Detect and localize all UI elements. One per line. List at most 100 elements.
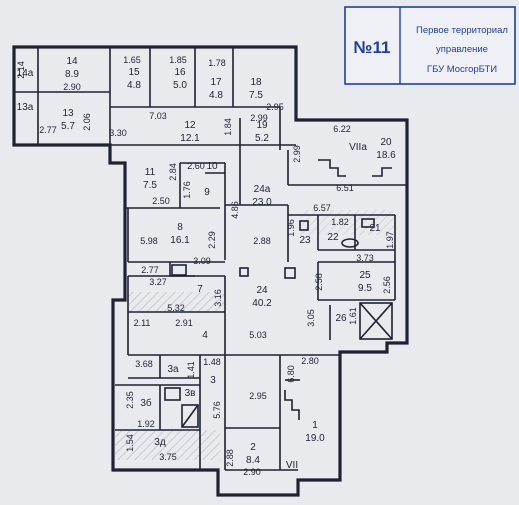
stamp-line-3: ГБУ МосгорБТИ	[427, 64, 497, 75]
dimension-label: 2.88	[225, 449, 235, 467]
dimension-label: 2.60	[187, 161, 205, 171]
room-12-area: 12.1	[180, 133, 200, 144]
dimension-label: 3.73	[356, 253, 374, 263]
dimension-label: 3.27	[149, 277, 167, 287]
dimension-label: 2.58	[314, 273, 324, 291]
room-labels: 14а 14 8.9 15 4.8 16 5.0 17 4.8 18 7.5 1…	[17, 56, 397, 471]
dimension-label: 6.80	[286, 365, 296, 383]
room-10-label: 10	[206, 161, 218, 172]
room-13-label: 13	[62, 108, 74, 119]
room-13-area: 5.7	[61, 121, 75, 132]
dimension-label: 2.35	[125, 391, 135, 409]
bti-stamp: №11 Первое территориал управление ГБУ Мо…	[344, 6, 516, 85]
room-16-label: 16	[174, 67, 186, 78]
fixtures	[171, 218, 375, 279]
room-7-label: 7	[197, 284, 203, 295]
dimension-label: 1.41	[186, 361, 196, 379]
dimension-label: 3.05	[306, 309, 316, 327]
dimension-label: 2.91	[175, 318, 193, 328]
room-19-label: 19	[256, 120, 268, 131]
room-22-label: 22	[327, 232, 339, 243]
room-25-label: 25	[359, 270, 371, 281]
dimension-label: 1.96	[286, 219, 296, 237]
dimension-label: 1.84	[223, 118, 233, 136]
room-2-area: 8.4	[246, 455, 260, 466]
dimension-label: 2.88	[253, 236, 271, 246]
room-21-label: 21	[369, 223, 381, 234]
dimension-label: 2.11	[134, 318, 151, 328]
dimension-label: 2.80	[301, 356, 319, 366]
dimension-label: 4.86	[230, 201, 240, 219]
dimension-label: 1.48	[203, 357, 221, 367]
dimension-label: 5.03	[249, 330, 267, 340]
dimension-label: 2.50	[152, 196, 170, 206]
dimension-label: 3.16	[213, 289, 223, 307]
room-VIIa-label: VIIа	[349, 142, 367, 153]
inner-walls	[14, 47, 407, 471]
dimension-label: 1.92	[137, 419, 155, 429]
dimension-label: 2.29	[207, 231, 217, 249]
dimension-label: 2.77	[141, 265, 159, 275]
room-20-label: 20	[380, 137, 392, 148]
dimension-label: 1.82	[331, 217, 349, 227]
room-18-label: 18	[250, 77, 262, 88]
dimension-label: 2.90	[63, 82, 81, 92]
room-11-label: 11	[145, 167, 156, 178]
room-18-area: 7.5	[249, 90, 263, 101]
room-25-area: 9.5	[358, 283, 372, 294]
outer-walls	[12, 45, 409, 497]
room-20-area: 18.6	[376, 150, 396, 161]
dimension-label: 2.56	[382, 276, 392, 294]
dimension-label: 1.78	[208, 58, 226, 68]
room-9-label: 9	[204, 187, 210, 198]
room-15-area: 4.8	[127, 80, 141, 91]
dimension-label: 5.32	[167, 303, 185, 313]
room-26-label: 26	[335, 313, 347, 324]
room-14a-label: 14а	[17, 68, 34, 79]
room-14-label: 14	[66, 56, 78, 67]
stamp-number: №11	[354, 38, 391, 57]
dimension-label: 1.85	[169, 55, 187, 65]
dimension-label: 6.57	[313, 203, 331, 213]
room-1-label: 1	[312, 420, 318, 431]
room-23-label: 23	[299, 235, 311, 246]
room-11-area: 7.5	[143, 180, 157, 191]
room-1-area: 19.0	[305, 433, 325, 444]
room-8-area: 16.1	[170, 235, 190, 246]
room-12-label: 12	[184, 120, 196, 131]
room-17-area: 4.8	[209, 90, 223, 101]
dimension-label: 2.06	[82, 113, 92, 131]
dimension-label: 2.90	[243, 467, 261, 477]
room-24a-label: 24а	[254, 184, 271, 195]
dimension-label: 2.77	[39, 125, 57, 135]
room-13a-label: 13а	[17, 102, 34, 113]
dimension-label: 7.03	[149, 111, 167, 121]
dimension-label: 6.51	[336, 183, 354, 193]
dimension-label: 3.75	[159, 452, 177, 462]
dimension-label: 3.68	[135, 359, 153, 369]
dimension-label: 2.14	[16, 61, 26, 79]
hatched-areas	[115, 210, 395, 460]
dimension-label: 3.30	[109, 128, 127, 138]
dimension-label: 2.95	[266, 102, 284, 112]
dimension-label: 1.54	[125, 434, 135, 452]
dimension-labels: 2.14 2.90 1.65 1.85 1.78 2.95 2.77 2.06 …	[16, 55, 395, 477]
room-14-area: 8.9	[65, 69, 79, 80]
room-VII-label: VII	[286, 460, 298, 471]
room-24-label: 24	[256, 285, 268, 296]
stamp-line-1: Первое территориал	[416, 25, 508, 36]
room-17-label: 17	[210, 77, 222, 88]
room-8-label: 8	[177, 222, 183, 233]
dimension-label: 2.95	[249, 391, 267, 401]
room-16-area: 5.0	[173, 80, 187, 91]
dimension-label: 5.76	[212, 401, 222, 419]
room-15-label: 15	[128, 67, 140, 78]
room-3b-label: 3б	[140, 397, 152, 409]
dimension-label: 2.84	[168, 163, 178, 181]
room-19-area: 5.2	[255, 133, 269, 144]
room-4-label: 4	[202, 330, 208, 341]
room-3-label: 3	[210, 375, 216, 386]
dimension-label: 6.22	[333, 124, 351, 134]
room-2-label: 2	[250, 442, 256, 453]
